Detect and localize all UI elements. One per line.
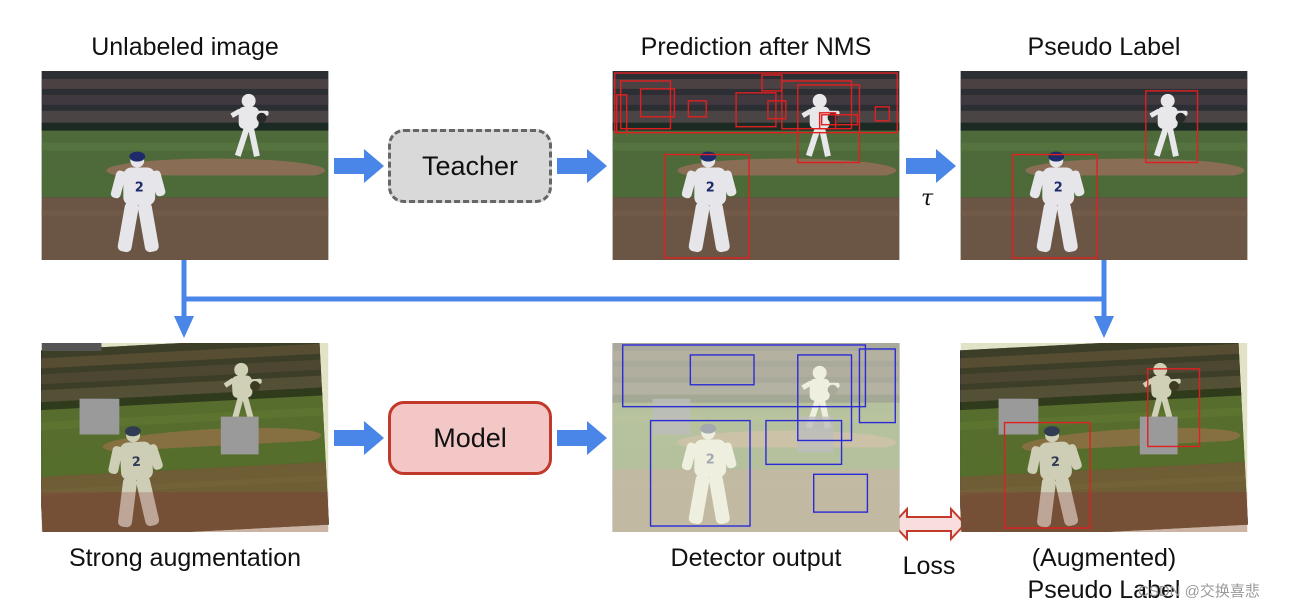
label-strong-augmentation: Strong augmentation: [68, 544, 302, 572]
augmented-pseudo-label-image: [960, 343, 1248, 532]
nms-boxes: [614, 72, 898, 259]
arrow-prediction-to-pseudo: [906, 149, 956, 183]
model-label: Model: [433, 422, 507, 453]
arrow-down-right: [1094, 316, 1114, 338]
arrow-image-to-teacher: [334, 149, 384, 183]
teacher-label: Teacher: [421, 150, 519, 181]
arrow-augmented-to-model: [334, 421, 384, 455]
label-augmented: (Augmented): [1031, 544, 1177, 572]
detector-boxes: [622, 344, 896, 527]
tau-threshold-label: τ: [921, 186, 934, 211]
pseudo-label-image: [960, 71, 1248, 260]
strong-augmentation-image: [41, 343, 329, 532]
model-box: Model: [388, 401, 552, 475]
arrow-model-to-detector: [557, 421, 607, 455]
csdn-watermark: CSDN @交换喜悲: [1138, 583, 1260, 600]
label-prediction-after-nms: Prediction after NMS: [640, 33, 872, 61]
label-augmented-pseudo: Pseudo Label: [1027, 576, 1181, 604]
unlabeled-image: [41, 71, 329, 260]
prediction-image: [612, 71, 900, 260]
label-detector-output: Detector output: [670, 544, 842, 572]
teacher-box: Teacher: [388, 129, 552, 203]
label-loss: Loss: [902, 552, 956, 580]
label-unlabeled-image: Unlabeled image: [91, 33, 279, 61]
label-pseudo-label: Pseudo Label: [1027, 33, 1181, 61]
loss-double-arrow: [891, 506, 967, 542]
arrow-teacher-to-prediction: [557, 149, 607, 183]
arrow-down-left: [174, 316, 194, 338]
detector-output-image: [612, 343, 900, 532]
